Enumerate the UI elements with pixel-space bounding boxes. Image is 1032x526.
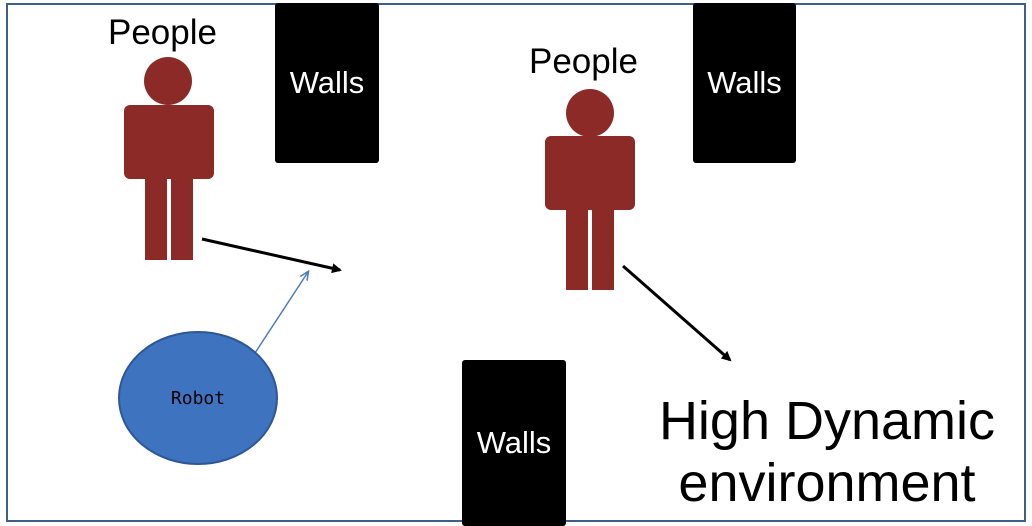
people-label-right: People bbox=[529, 42, 638, 81]
person-icon-left bbox=[124, 57, 214, 260]
wall-top-right: Walls bbox=[693, 3, 796, 163]
wall-label: Walls bbox=[707, 65, 782, 100]
robot-node: Robot bbox=[118, 331, 278, 465]
robot-arrow bbox=[254, 272, 308, 354]
person-icon-right bbox=[545, 89, 635, 290]
wall-label: Walls bbox=[476, 425, 552, 460]
caption-line-2: environment bbox=[678, 453, 976, 513]
robot-label: Robot bbox=[171, 388, 225, 409]
wall-top-left: Walls bbox=[275, 3, 379, 163]
arrow-right-person bbox=[622, 264, 732, 362]
wall-label: Walls bbox=[289, 65, 365, 100]
arrow-left-person bbox=[201, 237, 342, 274]
wall-bottom: Walls bbox=[462, 360, 566, 526]
caption: High Dynamic environment bbox=[632, 390, 1022, 514]
caption-line-1: High Dynamic bbox=[658, 391, 996, 451]
people-label-left: People bbox=[108, 13, 217, 52]
